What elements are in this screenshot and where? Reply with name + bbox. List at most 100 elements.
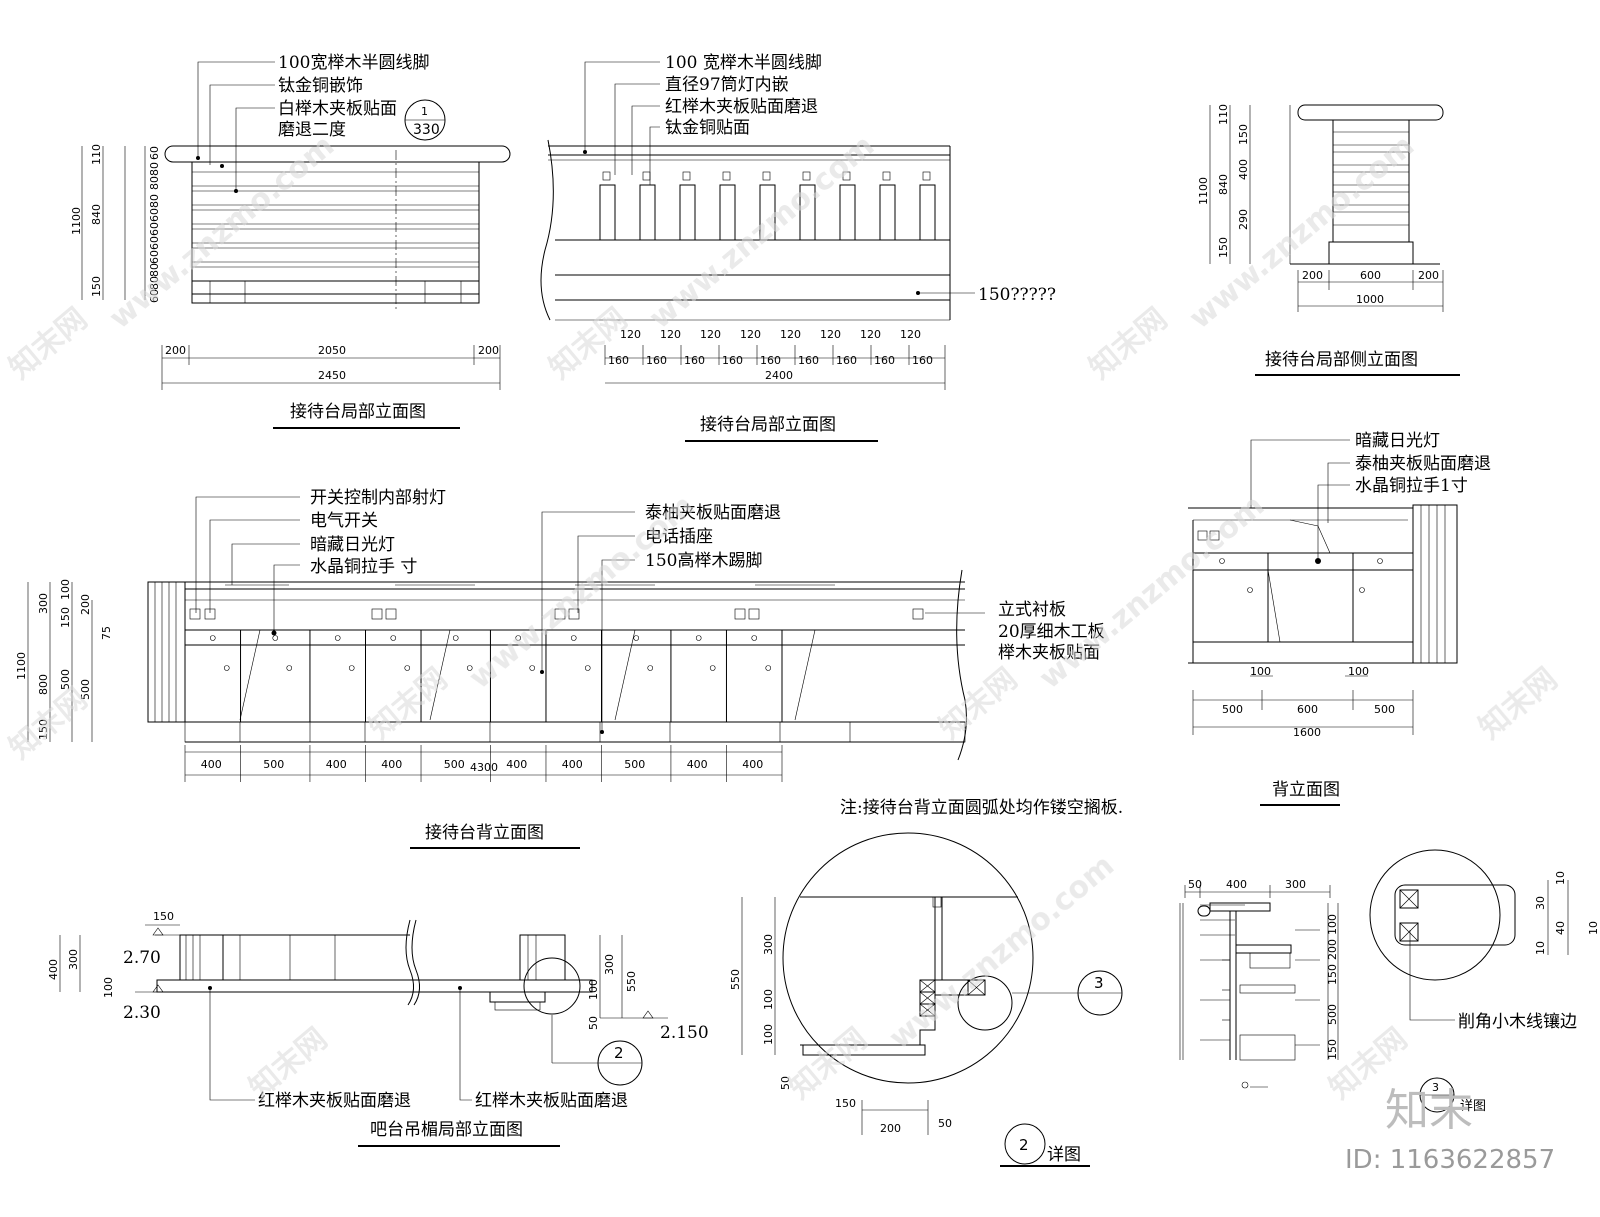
door-knob-icon: [765, 665, 772, 671]
view1-inner-dim: 60: [148, 208, 161, 222]
view1-hdim-2: 2050: [318, 344, 346, 357]
view9-vdim-1: 30: [1534, 896, 1547, 910]
image-id-text: ID: 1163622857: [1345, 1145, 1555, 1175]
section-marker-1-no: 1: [421, 105, 428, 118]
door-knob-icon: [529, 665, 536, 671]
switch-box-icon: [189, 608, 201, 620]
view4-hdim: 400: [326, 758, 347, 771]
view1-inner-dim: 80: [148, 263, 161, 277]
view5-back-elevation: 暗藏日光灯 泰柚夹板贴面磨退 水晶铜拉手1寸 100 100 500 600 5…: [1188, 431, 1491, 806]
view1-label-4: 磨退二度: [278, 120, 346, 140]
watermark-url-9: www.znzmo.com: [883, 848, 1121, 1056]
view4-hdim: 400: [687, 758, 708, 771]
view7-hdim-1: 150: [835, 1097, 856, 1110]
view7-vdim-1: 550: [729, 969, 742, 990]
view1-label-3: 白榉木夹板贴面: [278, 99, 397, 119]
downlight-icon: [842, 171, 851, 181]
view4-hdim: 400: [742, 758, 763, 771]
watermark-url-3: www.znzmo.com: [1183, 128, 1421, 336]
view2-hdim: 160: [874, 354, 895, 367]
view4-title: 接待台背立面图: [425, 823, 544, 843]
view4-vdim-c: 150: [37, 719, 50, 740]
switch-box-icon: [554, 608, 566, 620]
view1-vdim-a: 110: [90, 144, 103, 165]
view4-side-label-3: 榉木夹板贴面: [998, 643, 1100, 663]
view1-inner-dim: 80: [148, 176, 161, 190]
watermark-site-3: 知末网: [1083, 301, 1174, 386]
view1-inner-dim: 60: [148, 289, 161, 303]
watermark-site-2: 知末网: [543, 301, 634, 386]
drawer-knob-icon: [515, 635, 522, 641]
view1-inner-dim: 80: [148, 276, 161, 290]
watermark-url-5: www.znzmo.com: [463, 488, 701, 696]
view2-top-dim: 120: [860, 328, 881, 341]
door-knob-icon: [466, 665, 473, 671]
door-knob-icon: [404, 665, 411, 671]
view4-label-6: 电话插座: [645, 527, 713, 547]
switch-box-icon: [912, 608, 924, 620]
door-knob-icon: [584, 665, 591, 671]
drawer-knob-icon: [633, 635, 640, 641]
view4-vdim-e: 150: [59, 607, 72, 628]
view3-vdim-a: 110: [1217, 104, 1230, 125]
view4-vdim-d: 100: [59, 579, 72, 600]
drawer-knob-icon: [751, 635, 758, 641]
view7-hdim-3: 50: [938, 1117, 952, 1130]
view2-top-dim: 120: [820, 328, 841, 341]
door-knob-icon: [286, 665, 293, 671]
view4-cabinets: [184, 584, 966, 743]
view1-hdim-3: 200: [478, 344, 499, 357]
view2-hdim: 160: [684, 354, 705, 367]
view8-section: 50 400 300 100 200 150: [1179, 878, 1339, 1089]
watermark-url-1: www.znzmo.com: [103, 128, 341, 336]
watermark-site-1: 知末网: [3, 301, 94, 386]
view2-side-note: 150?????: [978, 285, 1056, 305]
view4-label-7: 150高榉木踢脚: [645, 551, 762, 571]
view4-vdim-f: 500: [59, 669, 72, 690]
view7-vdim-5: 50: [779, 1076, 792, 1090]
switch-box-icon: [371, 608, 383, 620]
watermark-url-2: www.znzmo.com: [643, 128, 881, 336]
view4-label-4: 水晶铜拉手 寸: [310, 557, 417, 577]
view1-inner-dim: 60: [148, 222, 161, 236]
view6-soffit-elevation: 红榉木夹板贴面磨退 红榉木夹板贴面磨退 2.70 2.30 2.150 150 …: [47, 910, 709, 1147]
view3-vdim-c: 150: [1217, 237, 1230, 258]
view5-title: 背立面图: [1272, 780, 1340, 800]
view4-vdim-g: 200: [79, 594, 92, 615]
drawer-knob-icon: [452, 635, 459, 641]
door-knob-icon: [709, 665, 716, 671]
view1-hdim-total: 2450: [318, 369, 346, 382]
view8-top-dim-3: 300: [1285, 878, 1306, 891]
switch-box-icon: [568, 608, 580, 620]
door-knob-icon: [647, 665, 654, 671]
view1-inner-dim: 60: [148, 146, 161, 160]
view6-title: 吧台吊楣局部立面图: [370, 1120, 523, 1140]
detail-marker-3b-no: 3: [1432, 1081, 1439, 1094]
downlight-icon: [802, 171, 811, 181]
view2-downlights: [602, 171, 931, 181]
view1-label-2: 钛金铜嵌饰: [278, 76, 363, 96]
view2-top-dim: 120: [900, 328, 921, 341]
view5-label-1: 暗藏日光灯: [1355, 431, 1440, 451]
section-marker-1-ref: 330: [413, 122, 440, 138]
view7-vdim-4: 100: [762, 1024, 775, 1045]
view3-vdim-b: 840: [1217, 174, 1230, 195]
view4-back-elevation: 开关控制内部射灯 电气开关 暗藏日光灯 水晶铜拉手 寸 泰柚夹板贴面磨退 电话插…: [15, 488, 1123, 849]
view4-label-3: 暗藏日光灯: [310, 535, 395, 555]
view1-inner-dim: 80: [148, 194, 161, 208]
view7-detail: 3 550 300 100 100 50 150 200 50 2 详图: [729, 832, 1123, 1167]
detail-marker-3b-text: 详图: [1460, 1099, 1486, 1114]
view4-side-label-1: 立式衬板: [998, 600, 1066, 620]
view6-level-1: 2.70: [123, 948, 161, 968]
view5-label-2: 泰柚夹板贴面磨退: [1355, 454, 1491, 474]
downlight-icon: [882, 171, 891, 181]
view3-vdim-f: 290: [1237, 209, 1250, 230]
view2-hdim: 160: [836, 354, 857, 367]
view8-vdim-3: 150: [1326, 964, 1339, 985]
view1-title: 接待台局部立面图: [290, 402, 426, 422]
view8-vdim-4: 500: [1326, 1004, 1339, 1025]
view4-hdim: 500: [263, 758, 284, 771]
